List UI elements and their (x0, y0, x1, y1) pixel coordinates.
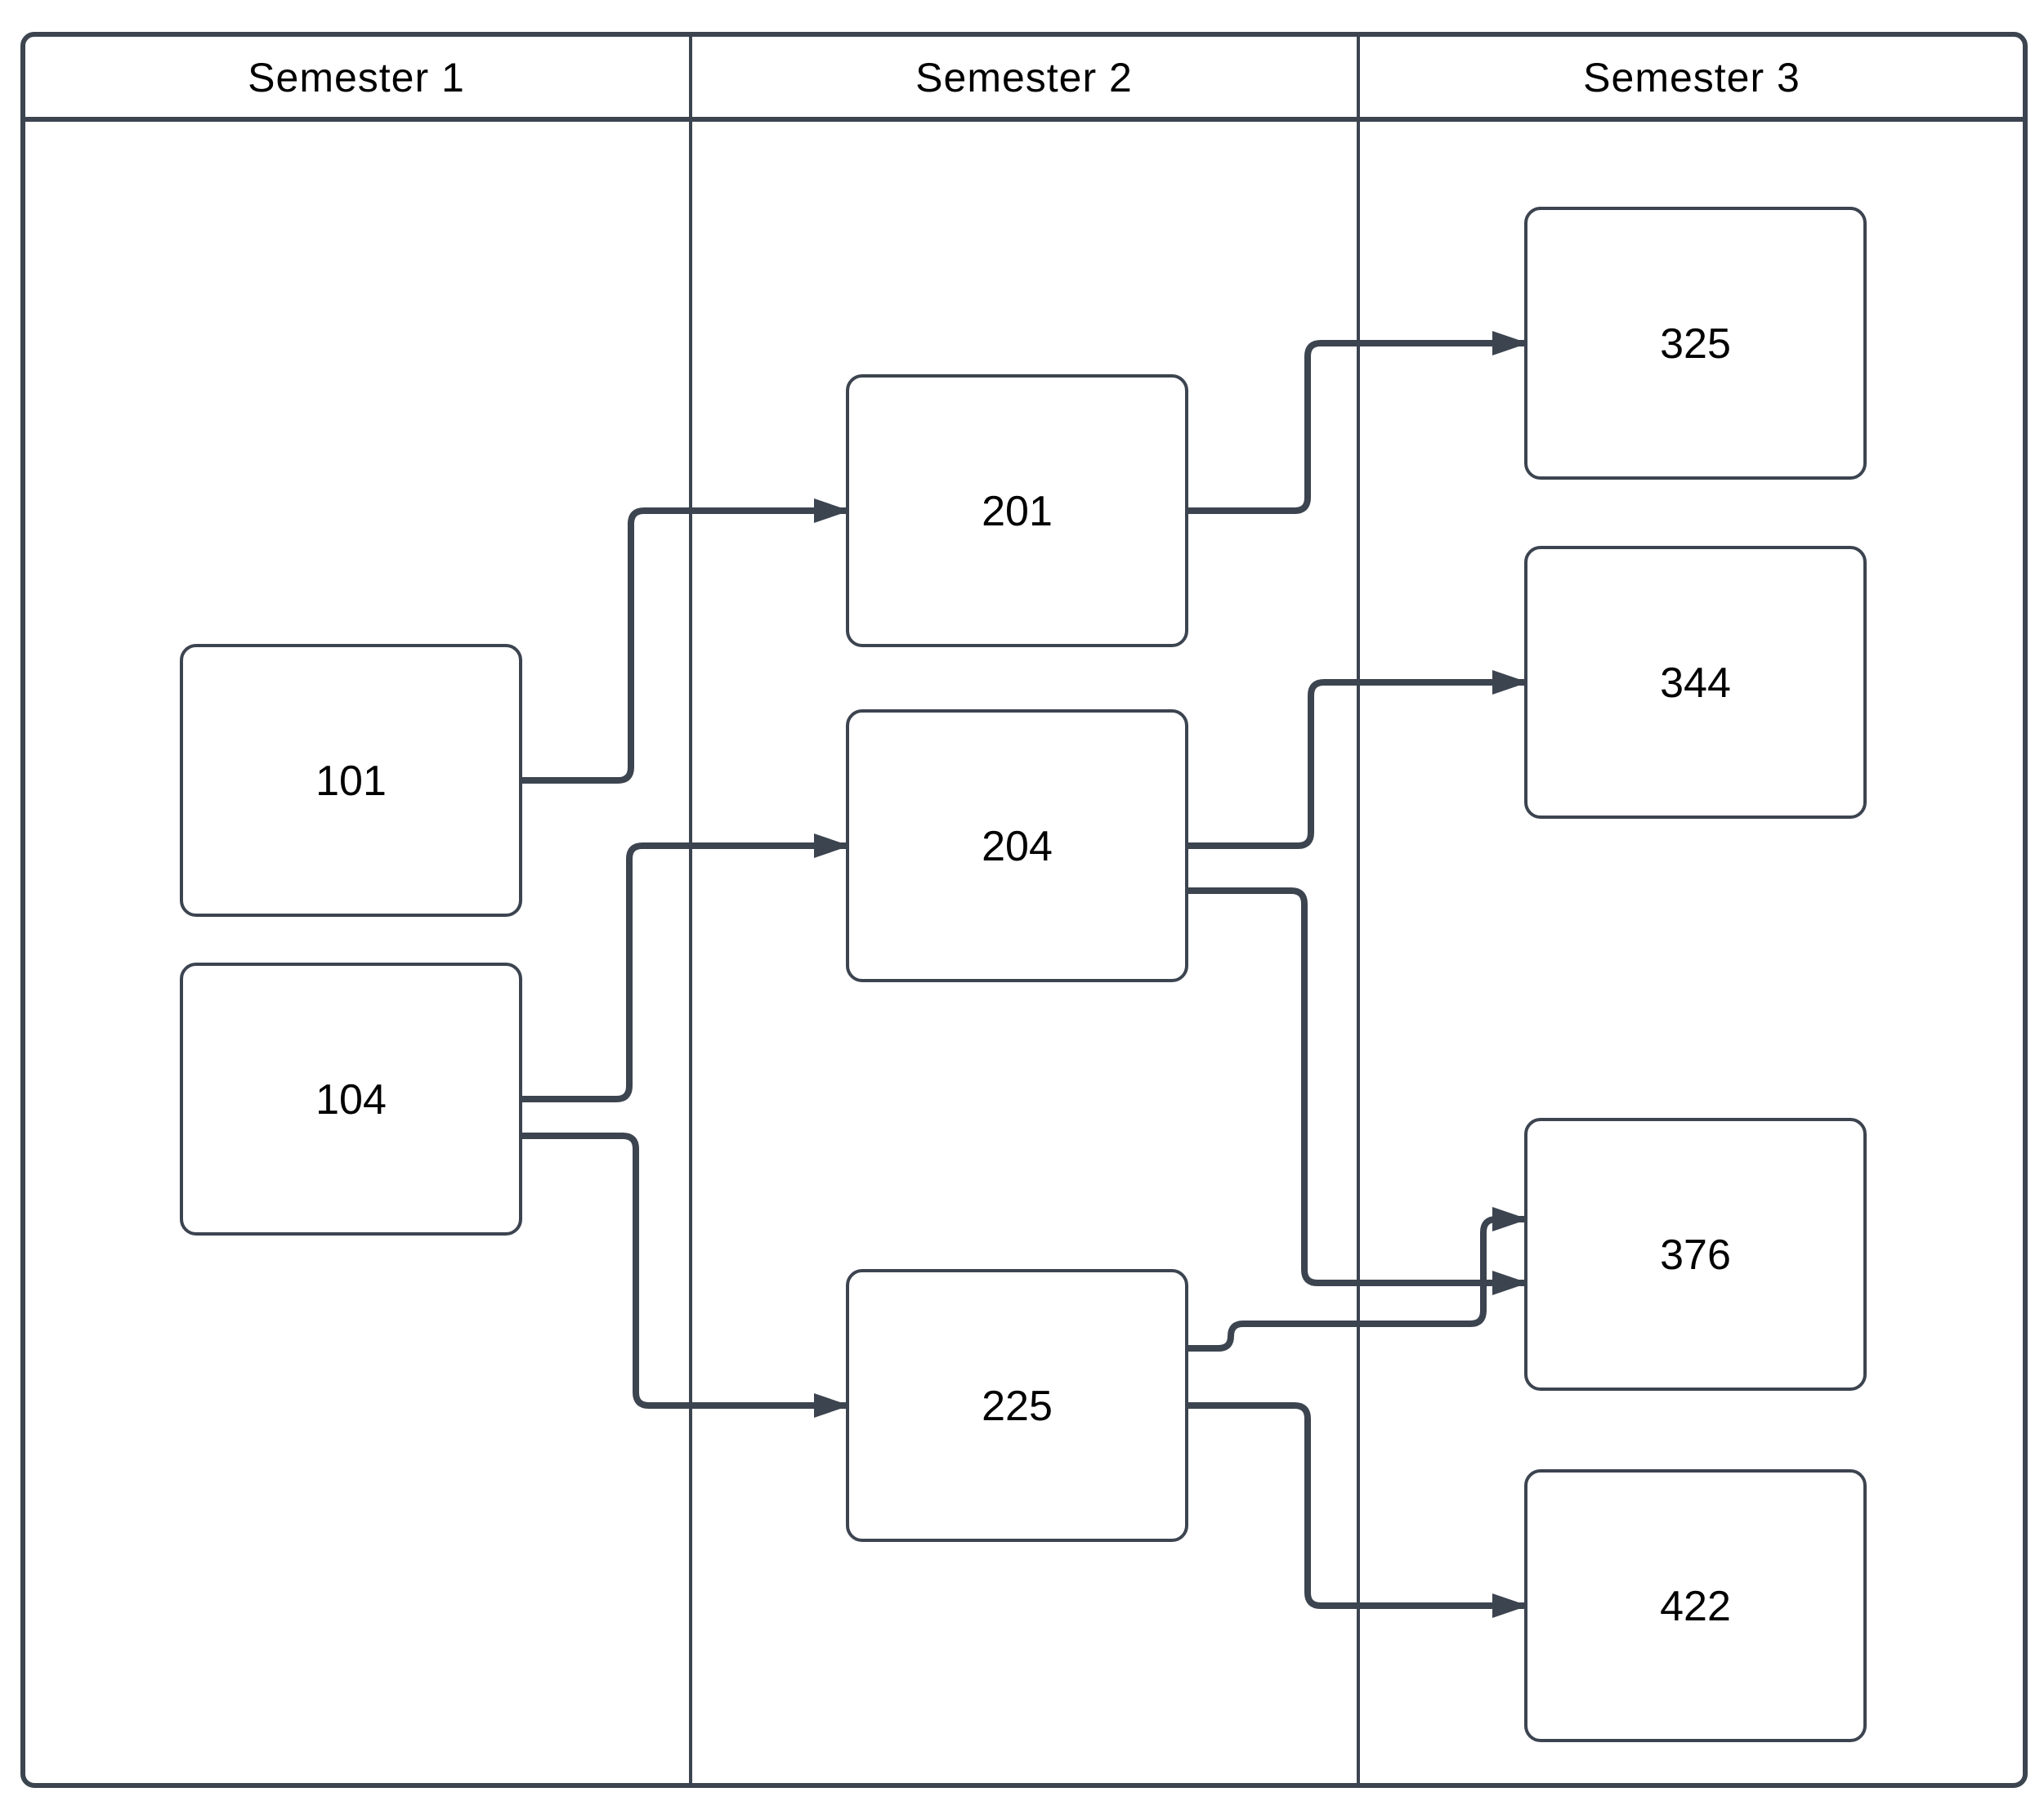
course-node-box-225 (846, 1269, 1188, 1542)
course-node-422: 422 (1524, 1469, 1867, 1742)
edge-225-to-422 (1187, 1402, 1528, 1619)
course-node-label-422: 422 (1660, 1583, 1731, 1630)
edge-204-to-376 (1187, 887, 1528, 1296)
edge-225-to-376 (1187, 1206, 1528, 1352)
course-node-376: 376 (1524, 1118, 1867, 1391)
lane-header-semester-1: Semester 1 (248, 55, 465, 101)
course-node-box-344 (1524, 546, 1867, 819)
edge-101-to-201 (521, 498, 850, 784)
course-node-label-225: 225 (982, 1383, 1053, 1430)
edge-201-to-325 (1187, 330, 1528, 514)
course-node-104: 104 (180, 963, 522, 1236)
course-node-label-104: 104 (315, 1076, 387, 1124)
course-node-label-325: 325 (1660, 320, 1731, 368)
lane-header-semester-2: Semester 2 (915, 55, 1133, 101)
diagram-frame (20, 32, 2028, 1788)
lane-header-semester-3: Semester 3 (1583, 55, 1800, 101)
course-node-box-376 (1524, 1118, 1867, 1391)
course-node-101: 101 (180, 644, 522, 917)
course-node-label-101: 101 (315, 757, 387, 805)
course-node-label-376: 376 (1660, 1231, 1731, 1279)
nodes-layer: 101 104 201 204 225 325 344 376 422 (180, 207, 1867, 1742)
course-node-box-204 (846, 709, 1188, 982)
lane-headers: Semester 1 Semester 2 Semester 3 (248, 55, 1800, 101)
course-node-325: 325 (1524, 207, 1867, 480)
swimlane-structure (20, 32, 2028, 1788)
course-node-box-422 (1524, 1469, 1867, 1742)
course-node-label-204: 204 (982, 823, 1053, 870)
edge-104-to-225 (521, 1133, 850, 1419)
course-node-204: 204 (846, 709, 1188, 982)
course-node-box-104 (180, 963, 522, 1236)
course-node-225: 225 (846, 1269, 1188, 1542)
course-node-box-101 (180, 644, 522, 917)
edge-204-to-344 (1187, 669, 1528, 849)
course-node-344: 344 (1524, 546, 1867, 819)
course-node-label-201: 201 (982, 488, 1053, 535)
course-node-201: 201 (846, 374, 1188, 647)
course-node-label-344: 344 (1660, 659, 1731, 707)
course-node-box-325 (1524, 207, 1867, 480)
edge-104-to-204 (521, 833, 850, 1102)
course-node-box-201 (846, 374, 1188, 647)
edges-layer (521, 330, 1528, 1619)
